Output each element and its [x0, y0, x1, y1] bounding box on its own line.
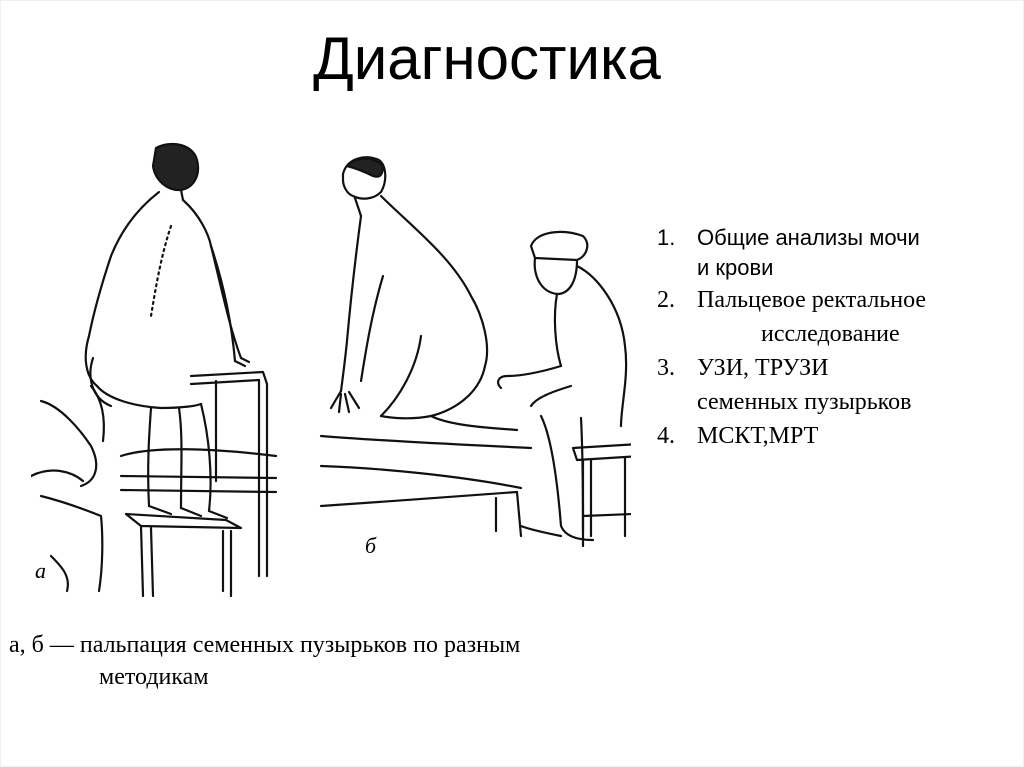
caption-line-1: а, б — пальпация семенных пузырьков по р… — [9, 632, 521, 658]
list-number: 1. — [657, 225, 676, 250]
list-number: 4. — [657, 423, 675, 449]
list-item-text-cont: и крови — [697, 255, 774, 280]
list-number: 2. — [657, 287, 675, 313]
list-number: 3. — [657, 355, 675, 381]
list-item-4: 4. МСКТ,МРТ — [657, 419, 1017, 453]
figure-label-a: а — [35, 558, 46, 583]
list-item-text-cont: исследование — [761, 321, 900, 347]
figure-b-drawing — [319, 156, 643, 548]
list-item-1: 1. Общие анализы мочи и крови — [657, 223, 1017, 283]
palpation-illustration: а б — [29, 136, 643, 606]
figure-label-b: б — [365, 533, 377, 558]
list-item-3: 3. УЗИ, ТРУЗИ семенных пузырьков — [657, 351, 1017, 419]
figure-caption: а, б — пальпация семенных пузырьков по р… — [9, 629, 629, 693]
list-item-text: МСКТ,МРТ — [697, 423, 819, 449]
list-item-text-cont: семенных пузырьков — [697, 389, 912, 415]
figure-a-drawing — [29, 142, 278, 598]
list-item-text: Пальцевое ректальное — [697, 287, 927, 313]
diagnostics-list: 1. Общие анализы мочи и крови 2. Пальцев… — [657, 223, 1017, 453]
caption-line-2: методикам — [99, 664, 209, 690]
slide-title: Диагностика — [313, 25, 661, 92]
list-item-text: УЗИ, ТРУЗИ — [697, 355, 829, 381]
list-item-2: 2. Пальцевое ректальное исследование — [657, 283, 1017, 351]
list-item-text: Общие анализы мочи — [697, 225, 920, 250]
